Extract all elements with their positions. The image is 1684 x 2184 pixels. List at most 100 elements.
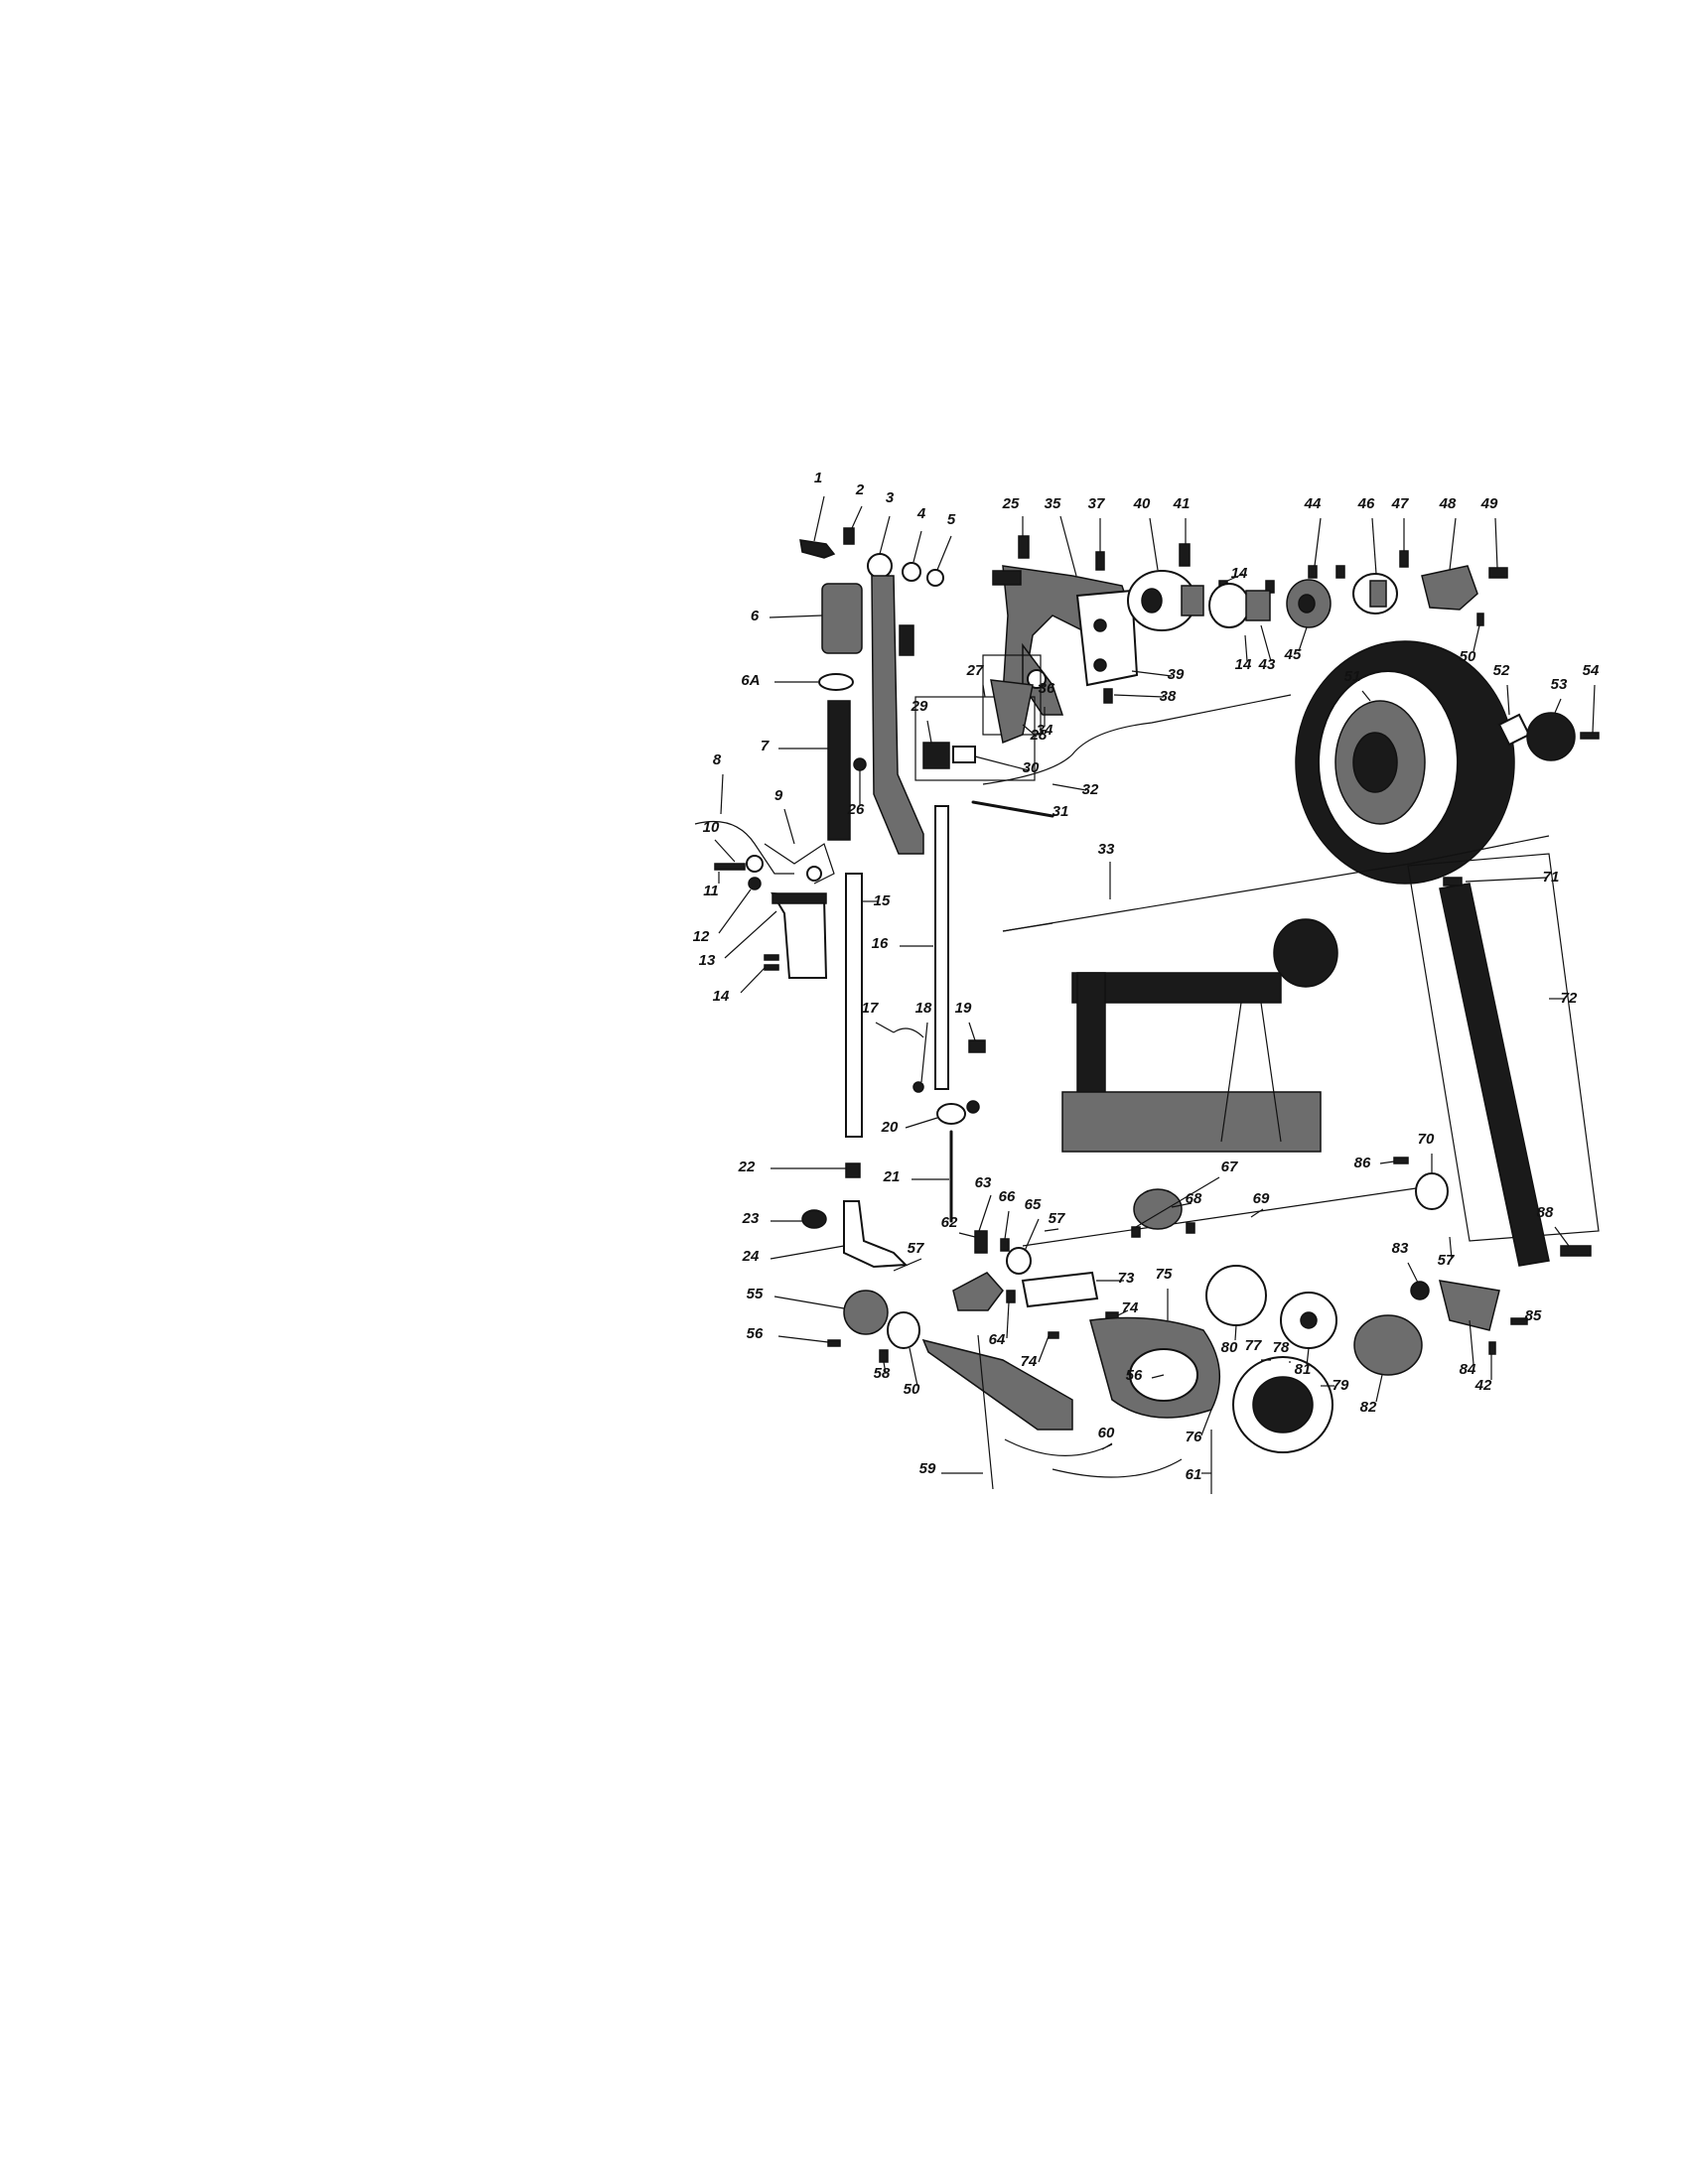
leader-line-p10 — [714, 839, 736, 863]
callout-p16: 16 — [872, 935, 889, 952]
callout-p48: 48 — [1439, 495, 1457, 512]
callout-p56b: 56 — [1126, 1367, 1143, 1384]
part-30-shape — [952, 746, 976, 763]
leader-line-p13 — [724, 910, 777, 959]
part-40-hub — [1181, 585, 1204, 616]
leader-line-p82 — [1375, 1374, 1383, 1403]
leader-line-p66 — [1004, 1210, 1010, 1240]
callout-p23: 23 — [742, 1210, 760, 1227]
callout-p56: 56 — [747, 1325, 764, 1342]
part-6-shape — [821, 583, 863, 654]
part-32-shape — [982, 694, 1292, 785]
callout-p25: 25 — [1002, 495, 1020, 512]
part-55-shape — [843, 1290, 889, 1335]
part-38-shape — [1103, 688, 1113, 704]
part-49-shape — [1488, 567, 1508, 579]
callout-p4: 4 — [916, 505, 926, 522]
part-39-block — [1075, 589, 1139, 687]
callout-p14: 14 — [713, 988, 730, 1005]
callout-p69: 69 — [1253, 1190, 1270, 1207]
part-58-shape — [879, 1349, 889, 1363]
leader-line-p31 — [1052, 813, 1059, 817]
callout-p10: 10 — [703, 819, 720, 836]
leader-line-p52 — [1506, 684, 1510, 716]
leader-line-p49 — [1494, 517, 1498, 569]
part-45-hole — [1298, 594, 1316, 614]
callout-p50b: 50 — [904, 1381, 920, 1398]
callout-p26: 26 — [847, 801, 865, 818]
part-59-shape — [921, 1338, 1073, 1431]
part-19-shape — [968, 1039, 986, 1053]
callout-p6: 6 — [751, 608, 760, 624]
callout-p58: 58 — [874, 1365, 891, 1382]
callout-p88: 88 — [1537, 1204, 1554, 1221]
leader-line-p32 — [1052, 783, 1087, 791]
callout-p77: 77 — [1245, 1337, 1262, 1354]
part-42-shape — [1488, 1341, 1496, 1355]
callout-p45: 45 — [1284, 646, 1302, 663]
callout-p14b: 14 — [1231, 565, 1248, 582]
leader-line-p1 — [813, 495, 825, 542]
part-63-shape — [952, 1272, 1004, 1311]
callout-p37: 37 — [1088, 495, 1105, 512]
callout-p24: 24 — [742, 1248, 760, 1265]
callout-p31: 31 — [1052, 803, 1069, 820]
part-16-shape — [934, 805, 949, 1090]
callout-p68: 68 — [1186, 1190, 1202, 1207]
part-14-screw-b — [764, 964, 779, 971]
callout-p7: 7 — [761, 738, 770, 754]
part-14-screw-a — [764, 954, 779, 961]
leader-line-p24 — [770, 1245, 845, 1260]
leader-line-p28 — [1022, 724, 1038, 738]
part-9-pivot — [806, 866, 822, 882]
callout-p57b: 57 — [1049, 1210, 1065, 1227]
part-66-shape — [1000, 1238, 1010, 1252]
part-68-shape — [1133, 1188, 1183, 1230]
part-20-screw — [966, 1100, 980, 1114]
part-5-shape — [926, 569, 944, 587]
callout-p75: 75 — [1156, 1266, 1173, 1283]
part-50b-shape — [887, 1311, 920, 1349]
part-43-shape — [1208, 583, 1250, 628]
callout-p32: 32 — [1082, 781, 1099, 798]
part-2-shape — [843, 527, 855, 545]
callout-p80: 80 — [1221, 1339, 1238, 1356]
callout-p50: 50 — [1460, 648, 1476, 665]
callout-p61: 61 — [1186, 1466, 1202, 1483]
leader-line-p88 — [1554, 1226, 1570, 1247]
leader-line-p4 — [912, 530, 922, 563]
callout-p82: 82 — [1360, 1399, 1377, 1416]
leader-line-p14c — [1244, 634, 1248, 662]
callout-p55: 55 — [747, 1286, 764, 1302]
part-40-hole — [1141, 588, 1163, 614]
part-72-belt — [1439, 883, 1550, 1267]
callout-p53: 53 — [1551, 676, 1568, 693]
leader-line-p20 — [905, 1117, 938, 1129]
leader-line-p18 — [920, 1022, 928, 1083]
leader-line-p36 — [1038, 684, 1046, 690]
callout-p21: 21 — [883, 1168, 901, 1185]
leader-line-p57 — [893, 1258, 922, 1272]
callout-p64: 64 — [989, 1331, 1006, 1348]
machine-bed — [1061, 1091, 1322, 1153]
part-86-shape — [1393, 1157, 1409, 1164]
leader-line-p85 — [1526, 1317, 1532, 1321]
leader-line-p51 — [1361, 690, 1371, 702]
part-48-shape — [1421, 565, 1478, 611]
leader-line-p17 — [875, 1022, 895, 1033]
leader-line-p84 — [1469, 1319, 1474, 1365]
callout-p78: 78 — [1273, 1339, 1290, 1356]
callout-p35: 35 — [1045, 495, 1061, 512]
leader-line-p50 — [1473, 624, 1480, 652]
leader-line-p68 — [1171, 1202, 1193, 1208]
needle-bar-block-shape — [899, 624, 914, 656]
callout-p19: 19 — [955, 1000, 972, 1017]
leader-line-p39 — [1131, 670, 1173, 677]
callout-p20: 20 — [881, 1119, 899, 1136]
leader-line-p81 — [1306, 1347, 1310, 1367]
leader-line-p67 — [1135, 1176, 1220, 1228]
part-20-shape — [936, 1103, 966, 1125]
leader-line-p83 — [1407, 1262, 1419, 1284]
callout-p3: 3 — [886, 489, 895, 506]
